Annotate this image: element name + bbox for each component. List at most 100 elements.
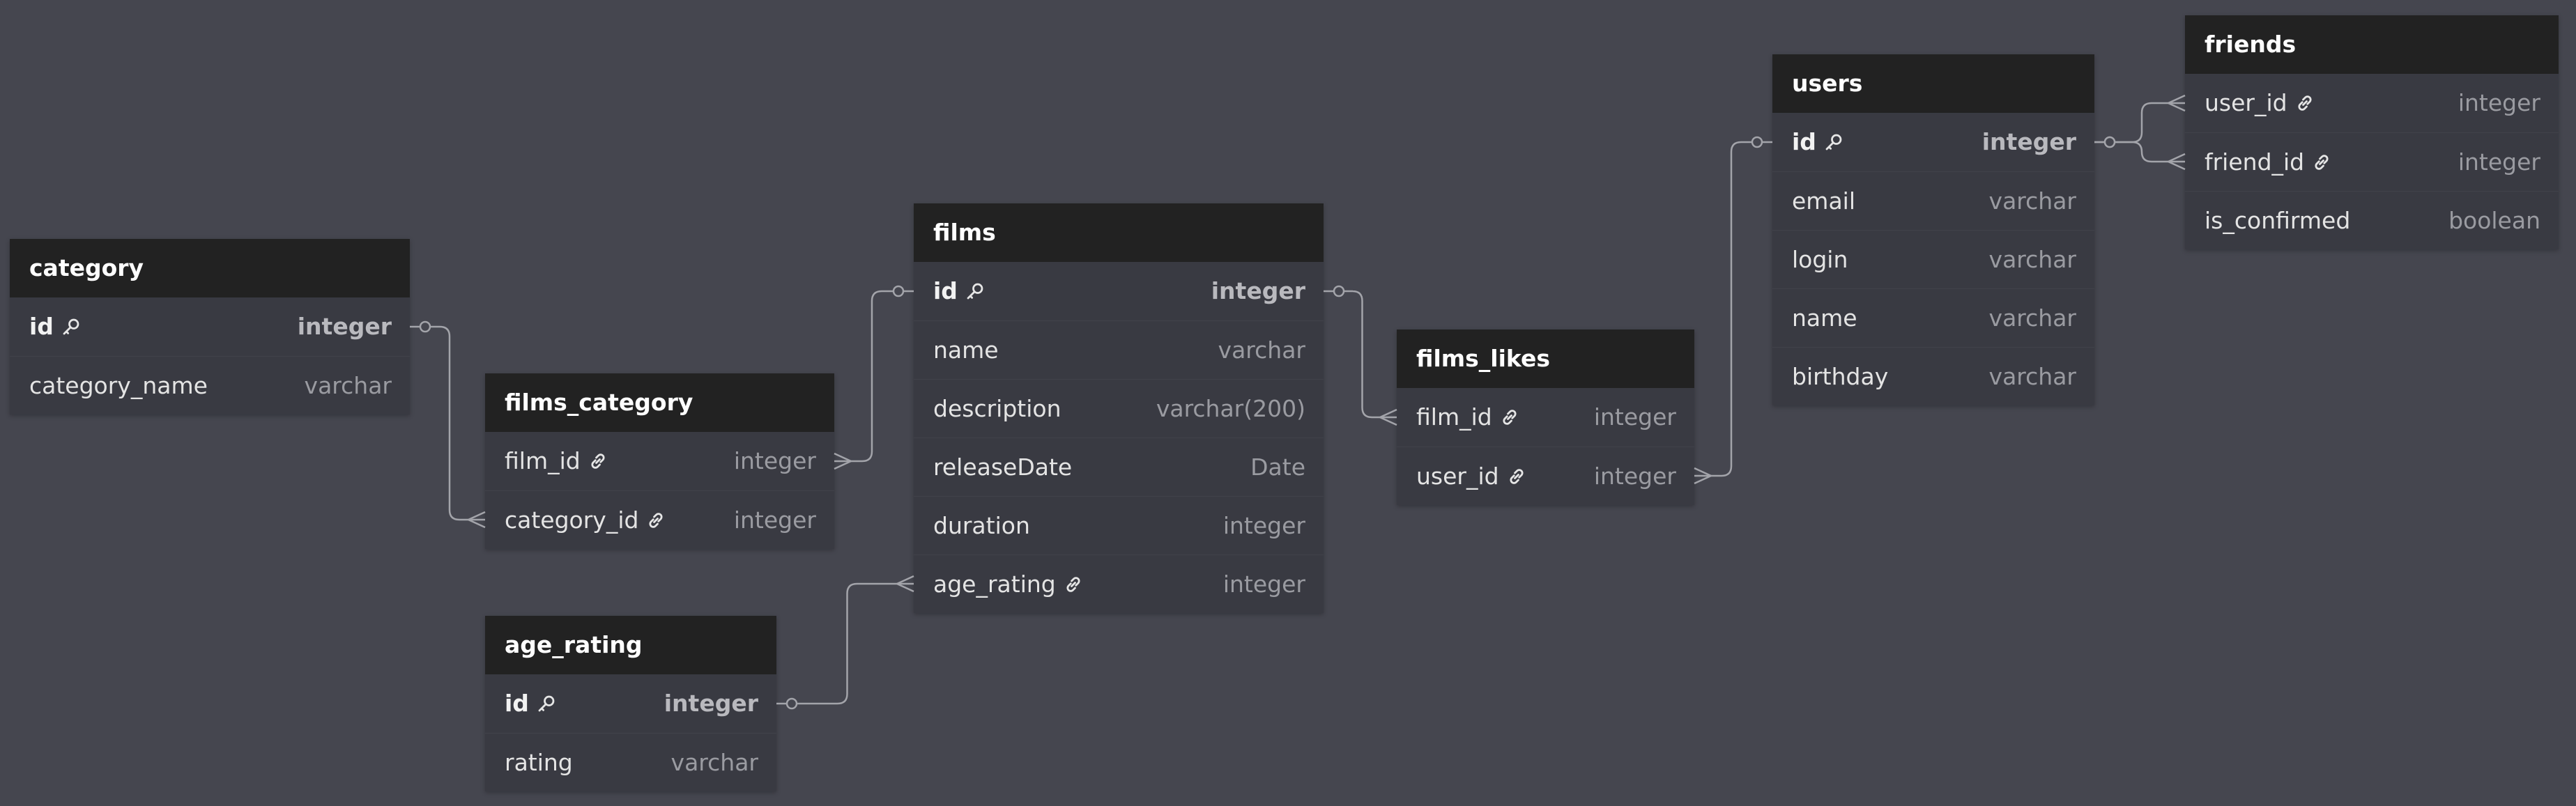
table-title[interactable]: films_likes [1397, 330, 1694, 388]
field-row[interactable]: category_id integer [485, 490, 834, 549]
link-icon [1066, 577, 1080, 592]
key-icon [967, 283, 983, 300]
field-name-text: email [1792, 187, 1856, 215]
field-name-text: login [1792, 246, 1848, 273]
field-name: birthday [1792, 348, 1888, 406]
field-row[interactable]: duration integer [914, 496, 1324, 555]
field-row[interactable]: birthday varchar [1772, 347, 2094, 405]
field-name-text: friend_id [2205, 148, 2305, 176]
table-title[interactable]: films [914, 203, 1324, 262]
field-name-text: category_id [505, 506, 639, 534]
link-icon [649, 513, 663, 528]
field-name: id [933, 262, 986, 320]
field-name: login [1792, 231, 1848, 289]
field-type: integer [2458, 148, 2540, 176]
field-name-text: user_id [1416, 463, 1499, 490]
field-row[interactable]: id integer [485, 674, 776, 733]
field-type: integer [1593, 403, 1676, 431]
field-row[interactable]: film_id integer [1397, 388, 1694, 447]
field-row[interactable]: id integer [1772, 113, 2094, 171]
field-row[interactable]: user_id integer [1397, 447, 1694, 505]
field-name: releaseDate [933, 438, 1072, 497]
field-name: name [933, 321, 999, 380]
field-type: boolean [2448, 207, 2540, 234]
field-name: category_id [505, 491, 666, 550]
field-type: varchar [304, 372, 392, 399]
field-type: varchar [1988, 187, 2076, 215]
table-title[interactable]: friends [2185, 15, 2559, 74]
table-films[interactable]: films id integer name varchar description varc… [914, 203, 1324, 613]
table-category[interactable]: category id integer category_name varchar [10, 239, 410, 414]
key-icon [538, 695, 555, 712]
field-row[interactable]: id integer [10, 297, 410, 356]
field-name: user_id [1416, 447, 1527, 506]
field-row[interactable]: description varchar(200) [914, 379, 1324, 437]
field-name-text: name [933, 336, 999, 364]
field-name: film_id [505, 432, 608, 490]
field-name-text: id [505, 690, 529, 717]
field-type: integer [1593, 463, 1676, 490]
field-name: film_id [1416, 388, 1520, 447]
field-row[interactable]: name varchar [914, 320, 1324, 379]
table-title[interactable]: category [10, 239, 410, 297]
field-name-text: film_id [1416, 403, 1492, 431]
field-name-text: duration [933, 512, 1030, 539]
field-row[interactable]: age_rating integer [914, 555, 1324, 613]
field-type: varchar [1218, 336, 1305, 364]
link-icon [1503, 410, 1517, 425]
field-name-text: age_rating [933, 571, 1056, 598]
field-row[interactable]: login varchar [1772, 230, 2094, 288]
field-name: id [505, 674, 557, 733]
field-name: id [29, 297, 82, 356]
field-name: is_confirmed [2205, 192, 2350, 250]
field-row[interactable]: is_confirmed boolean [2185, 191, 2559, 249]
field-type: integer [1222, 571, 1305, 598]
field-type: integer [1981, 128, 2076, 155]
field-name-text: birthday [1792, 363, 1889, 390]
field-name: duration [933, 497, 1030, 555]
field-row[interactable]: id integer [914, 262, 1324, 320]
field-type: varchar [1988, 363, 2076, 390]
field-row[interactable]: friend_id integer [2185, 132, 2559, 191]
key-icon [63, 318, 79, 335]
field-name: category_name [29, 357, 208, 415]
field-name-text: description [933, 395, 1061, 422]
field-name: rating [505, 734, 573, 792]
field-type: integer [1211, 277, 1305, 304]
field-name-text: id [1792, 128, 1816, 155]
field-type: integer [664, 690, 758, 717]
field-name: description [933, 380, 1061, 438]
field-name: age_rating [933, 555, 1084, 614]
field-name-text: id [29, 313, 54, 340]
field-name-text: film_id [505, 447, 581, 474]
field-name-text: releaseDate [933, 454, 1073, 481]
table-title[interactable]: age_rating [485, 616, 776, 674]
field-type: integer [1222, 512, 1305, 539]
table-title[interactable]: users [1772, 54, 2094, 113]
link-icon [2298, 95, 2312, 111]
field-row[interactable]: category_name varchar [10, 356, 410, 414]
field-type: varchar [1988, 246, 2076, 273]
field-type: integer [297, 313, 392, 340]
field-type: integer [733, 506, 816, 534]
field-name-text: user_id [2205, 89, 2287, 116]
link-icon [591, 454, 605, 469]
table-users[interactable]: users id integer email varchar login varchar na… [1772, 54, 2094, 405]
field-row[interactable]: email varchar [1772, 171, 2094, 230]
field-name-text: category_name [29, 372, 208, 399]
field-name-text: id [933, 277, 958, 304]
link-icon [2315, 155, 2329, 170]
table-title[interactable]: films_category [485, 373, 834, 432]
field-type: varchar(200) [1156, 395, 1305, 422]
key-icon [1825, 134, 1842, 150]
